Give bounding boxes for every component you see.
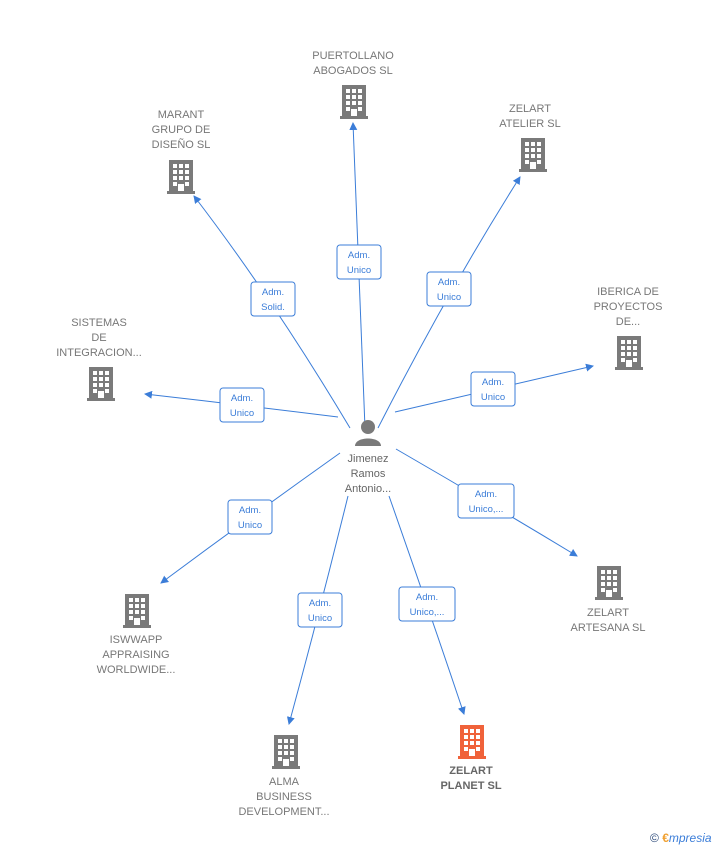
role-badge-iberica[interactable]: Adm. Unico <box>470 371 516 407</box>
company-name-line-1: ISWWAPP <box>110 634 163 646</box>
person-name-line-2: Ramos <box>351 468 386 480</box>
company-node-marant[interactable]: MARANT GRUPO DE DISEÑO SL <box>152 109 211 194</box>
company-name-line-3: INTEGRACION... <box>56 347 142 359</box>
role-badge-box <box>470 371 516 407</box>
role-text-line-2: Unico <box>437 292 461 303</box>
company-name-line-2: ARTESANA SL <box>571 622 646 634</box>
role-text-line-2: Solid. <box>261 302 285 313</box>
role-badge-zelart-artesana[interactable]: Adm. Unico,... <box>457 483 515 519</box>
company-name-line-2: DE <box>91 332 106 344</box>
company-name-line-1: ZELART <box>509 103 551 115</box>
brand-logo-text: mpresia <box>668 831 712 845</box>
person-icon <box>355 420 381 446</box>
company-name-line-2: ABOGADOS SL <box>313 65 392 77</box>
role-badge-box <box>457 483 515 519</box>
company-node-iswwapp[interactable]: ISWWAPP APPRAISING WORLDWIDE... <box>97 594 176 676</box>
person-node[interactable]: Jimenez Ramos Antonio... <box>345 420 391 495</box>
company-name-line-2: PLANET SL <box>440 780 501 792</box>
role-text-line-1: Adm. <box>309 598 331 609</box>
role-text-line-1: Adm. <box>438 277 460 288</box>
building-icon <box>519 138 547 172</box>
brand-logo-initial: € <box>662 831 669 845</box>
role-text-line-1: Adm. <box>475 489 497 500</box>
company-name-line-1: IBERICA DE <box>597 286 659 298</box>
role-text-line-1: Adm. <box>262 287 284 298</box>
company-name-line-1: ALMA <box>269 776 300 788</box>
role-badge-iswwapp[interactable]: Adm. Unico <box>227 499 273 535</box>
role-badge-box <box>219 387 265 423</box>
company-name-line-2: PROYECTOS <box>594 301 663 313</box>
company-name-line-2: APPRAISING <box>102 649 169 661</box>
role-text-line-2: Unico <box>238 520 262 531</box>
role-badge-zelart-atelier[interactable]: Adm. Unico <box>426 271 472 307</box>
company-name-line-2: GRUPO DE <box>152 124 211 136</box>
building-icon <box>87 367 115 401</box>
role-text-line-2: Unico,... <box>410 607 445 618</box>
company-node-zelart-planet[interactable]: ZELART PLANET SL <box>440 725 502 792</box>
role-text-line-1: Adm. <box>231 393 253 404</box>
footer-brand: © €mpresia <box>650 831 712 845</box>
copyright-symbol: © <box>650 831 659 845</box>
company-node-alma[interactable]: ALMA BUSINESS DEVELOPMENT... <box>238 735 330 818</box>
company-node-zelart-atelier[interactable]: ZELART ATELIER SL <box>499 103 561 172</box>
role-badge-box <box>398 586 456 622</box>
company-name-line-1: SISTEMAS <box>71 317 127 329</box>
role-text-line-2: Unico <box>230 408 254 419</box>
role-text-line-2: Unico <box>347 265 371 276</box>
company-name-line-3: WORLDWIDE... <box>97 664 176 676</box>
company-name-line-1: ZELART <box>587 607 629 619</box>
person-name-line-3: Antonio... <box>345 483 391 495</box>
role-badge-box <box>336 244 382 280</box>
company-name-line-3: DEVELOPMENT... <box>238 806 329 818</box>
role-badge-puertollano[interactable]: Adm. Unico <box>336 244 382 280</box>
building-icon <box>167 160 195 194</box>
building-icon <box>340 85 368 119</box>
company-name-line-1: MARANT <box>158 109 205 121</box>
role-badge-alma[interactable]: Adm. Unico <box>297 592 343 628</box>
role-text-line-1: Adm. <box>416 592 438 603</box>
company-name-line-1: ZELART <box>449 765 493 777</box>
role-badge-sistemas[interactable]: Adm. Unico <box>219 387 265 423</box>
building-icon <box>272 735 300 769</box>
role-badge-box <box>250 281 296 317</box>
company-node-iberica[interactable]: IBERICA DE PROYECTOS DE... <box>594 286 663 370</box>
role-badge-box <box>227 499 273 535</box>
person-name-line-1: Jimenez <box>348 453 389 465</box>
role-text-line-1: Adm. <box>239 505 261 516</box>
role-text-line-1: Adm. <box>348 250 370 261</box>
role-badge-zelart-planet[interactable]: Adm. Unico,... <box>398 586 456 622</box>
role-badge-box <box>297 592 343 628</box>
role-text-line-1: Adm. <box>482 377 504 388</box>
company-node-zelart-artesana[interactable]: ZELART ARTESANA SL <box>571 566 646 634</box>
role-badge-marant[interactable]: Adm. Solid. <box>250 281 296 317</box>
role-text-line-2: Unico <box>481 392 505 403</box>
role-text-line-2: Unico <box>308 613 332 624</box>
company-node-sistemas[interactable]: SISTEMAS DE INTEGRACION... <box>56 317 142 401</box>
company-node-puertollano[interactable]: PUERTOLLANO ABOGADOS SL <box>312 50 394 119</box>
building-icon <box>458 725 486 759</box>
building-icon <box>615 336 643 370</box>
role-badge-box <box>426 271 472 307</box>
company-name-line-2: BUSINESS <box>256 791 312 803</box>
company-name-line-1: PUERTOLLANO <box>312 50 394 62</box>
company-name-line-2: ATELIER SL <box>499 118 561 130</box>
building-icon <box>595 566 623 600</box>
role-text-line-2: Unico,... <box>469 504 504 515</box>
building-icon <box>123 594 151 628</box>
company-name-line-3: DE... <box>616 316 640 328</box>
company-name-line-3: DISEÑO SL <box>152 138 211 151</box>
